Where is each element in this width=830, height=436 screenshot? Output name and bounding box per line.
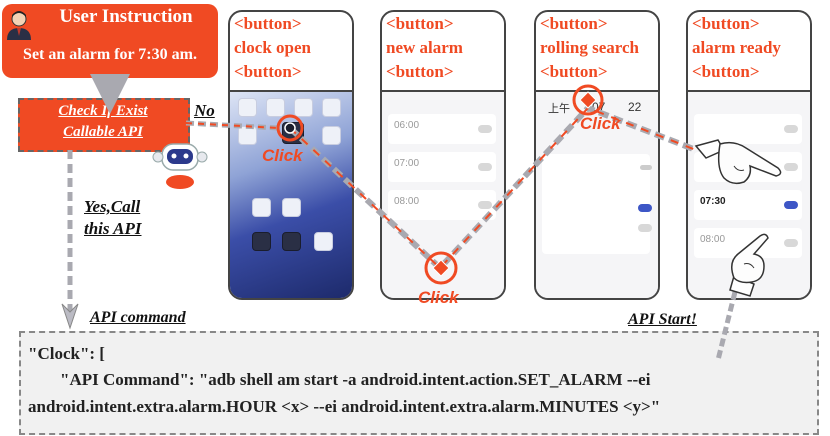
phone-3-label: <button> rolling search <button> bbox=[536, 12, 658, 92]
app-icon[interactable] bbox=[322, 126, 341, 145]
home-screen bbox=[230, 90, 352, 298]
hour-wheel[interactable]: 07 bbox=[592, 100, 606, 114]
setting-row[interactable] bbox=[550, 242, 656, 256]
phone-4-label: <button> alarm ready <button> bbox=[688, 12, 810, 92]
alarm-row[interactable]: 06:00 bbox=[388, 114, 496, 144]
instruction-text: Set an alarm for 7:30 am. bbox=[23, 46, 197, 63]
alarm-list: 06:00 07:00 08:00 bbox=[382, 90, 504, 298]
robot-icon bbox=[150, 136, 210, 190]
alarm-toggle[interactable] bbox=[478, 163, 492, 171]
setting-row[interactable] bbox=[550, 222, 656, 236]
app-icon[interactable] bbox=[322, 98, 341, 117]
app-icon[interactable] bbox=[282, 198, 301, 217]
phone-1-label: <button> clock open <button> bbox=[230, 12, 352, 92]
phone-screen-3: <button> rolling search <button> 上午 07 2… bbox=[534, 10, 660, 300]
yes-arrow-head bbox=[61, 303, 79, 330]
instruction-title: User Instruction bbox=[59, 6, 193, 27]
app-icon[interactable] bbox=[238, 98, 257, 117]
click-label-3: Click bbox=[580, 114, 621, 133]
user-icon bbox=[6, 10, 32, 40]
app-icon[interactable] bbox=[252, 232, 271, 251]
code-line-3: android.intent.extra.alarm.HOUR <x> --ei… bbox=[28, 397, 661, 416]
check-api-box bbox=[18, 98, 190, 152]
code-line-2: "API Command": "adb shell am start -a an… bbox=[60, 370, 651, 389]
ampm-wheel[interactable]: 上午 bbox=[548, 103, 570, 115]
alarm-row[interactable] bbox=[694, 114, 802, 144]
alarm-toggle-on[interactable] bbox=[784, 201, 798, 209]
app-icon[interactable] bbox=[252, 198, 271, 217]
alarm-row[interactable]: 08:00 bbox=[388, 190, 496, 220]
alarm-row-new[interactable]: 07:30 bbox=[694, 190, 802, 220]
setting-row[interactable] bbox=[550, 182, 656, 196]
app-icon[interactable] bbox=[238, 126, 257, 145]
alarm-row[interactable]: 07:00 bbox=[388, 152, 496, 182]
app-icon[interactable] bbox=[294, 98, 313, 117]
setting-row[interactable] bbox=[550, 162, 656, 176]
app-icon[interactable] bbox=[266, 98, 285, 117]
user-instruction-box bbox=[2, 4, 218, 78]
api-command-label: API command bbox=[90, 309, 186, 326]
phone-screen-2: <button> new alarm <button> 06:00 07:00 … bbox=[380, 10, 506, 300]
pointing-hand-icon bbox=[694, 136, 788, 188]
app-icon[interactable] bbox=[282, 232, 301, 251]
yes-label: Yes,Call this API bbox=[84, 197, 142, 238]
pointing-hand-icon bbox=[724, 232, 776, 298]
api-start-label: API Start! bbox=[628, 311, 697, 328]
alarm-toggle[interactable] bbox=[478, 125, 492, 133]
app-icon[interactable] bbox=[314, 232, 333, 251]
no-label: No bbox=[194, 101, 215, 120]
click-label-1: Click bbox=[262, 146, 303, 165]
minute-wheel[interactable]: 22 bbox=[628, 100, 642, 114]
click-label-2: Click bbox=[418, 288, 459, 307]
settings-panel bbox=[542, 154, 652, 254]
alarm-toggle[interactable] bbox=[784, 239, 798, 247]
setting-row[interactable] bbox=[550, 202, 656, 216]
api-command-box bbox=[19, 331, 819, 435]
clock-app-icon[interactable] bbox=[282, 122, 304, 144]
phone-2-label: <button> new alarm <button> bbox=[382, 12, 504, 92]
alarm-toggle[interactable] bbox=[478, 201, 492, 209]
code-line-1: "Clock": [ bbox=[28, 344, 105, 363]
